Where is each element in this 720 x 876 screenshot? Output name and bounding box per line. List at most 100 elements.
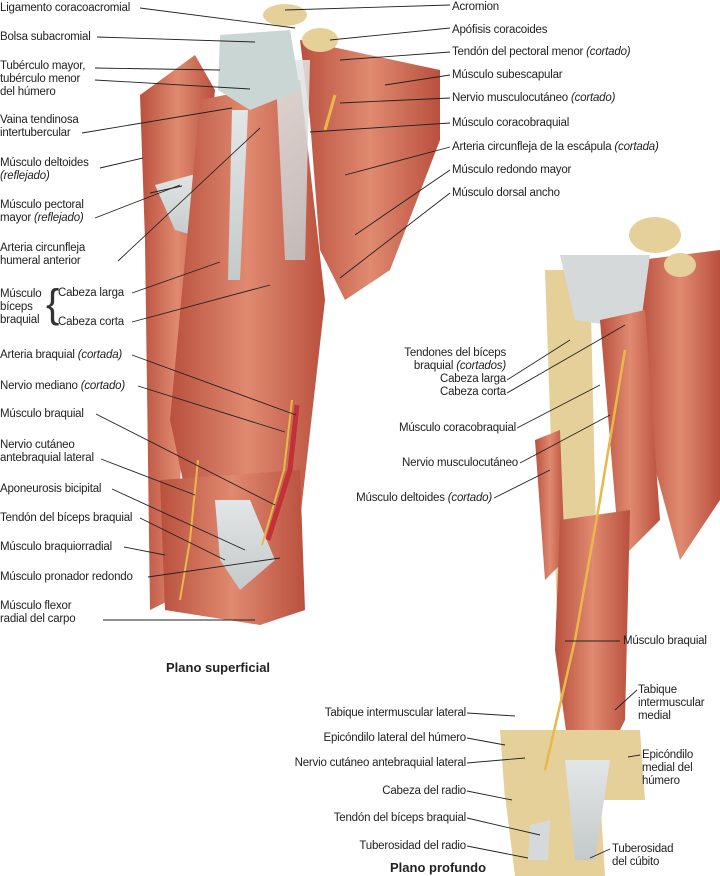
brace: { <box>46 282 60 326</box>
label-note: (cortada) <box>77 349 123 361</box>
median-nerve <box>261 399 293 546</box>
label-line: Arteria circunfleja <box>0 242 86 254</box>
musculocutaneous-nerve-deep <box>543 349 627 771</box>
label-line: Nervio cutáneo <box>0 439 75 451</box>
label-tendon-biceps-deep: Tendón del bíceps braquial <box>333 812 466 824</box>
label-line: Tendón del pectoral menor <box>452 46 584 58</box>
label-bolsa-subacromial: Bolsa subacromial <box>0 31 91 43</box>
shoulder-capsule <box>560 255 650 330</box>
label-line: braquial <box>0 314 40 326</box>
label-aponeurosis: Aponeurosis bicipital <box>0 483 102 495</box>
biceps-tendon-long <box>228 110 248 280</box>
label-line: Epicóndilo <box>642 749 694 761</box>
label-line: Músculo deltoides <box>0 157 89 169</box>
label-line: Nervio mediano <box>0 380 78 392</box>
bicipital-aponeurosis <box>215 500 275 590</box>
brachialis-deep <box>555 510 630 770</box>
label-line: Tabique <box>638 684 677 696</box>
label-note: (cortado) <box>80 380 125 392</box>
label-pronador: Músculo pronador redondo <box>0 571 133 583</box>
label-cabeza-larga: Cabeza larga <box>58 287 125 299</box>
deep-arm <box>500 217 720 876</box>
label-line: medial del <box>642 762 693 774</box>
label-note: (reflejado) <box>0 170 50 182</box>
label-line: Arteria braquial <box>0 349 75 361</box>
label-line: del cúbito <box>612 856 660 868</box>
title-plano-superficial: Plano superficial <box>166 660 271 675</box>
label-arteria-braquial: Arteria braquial (cortada) <box>0 349 122 362</box>
label-musculocutaneo-deep: Nervio musculocutáneo <box>402 457 518 469</box>
label-cabeza-corta: Cabeza corta <box>440 386 506 398</box>
label-line: Músculo flexor <box>0 600 72 612</box>
subscapularis-deep <box>640 250 720 560</box>
label-acromion: Acromion <box>452 1 499 13</box>
label-line: bíceps <box>0 301 33 313</box>
label-braquial: Músculo braquial <box>0 408 84 420</box>
label-line: Vaina tendinosa <box>0 114 79 126</box>
label-tuberosidad-radio: Tuberosidad del radio <box>359 840 466 852</box>
label-line: Arteria circunfleja de la escápula <box>452 141 612 153</box>
label-note: (cortado) <box>570 92 616 104</box>
label-cabeza-radio: Cabeza del radio <box>382 785 466 797</box>
label-line: intermuscular <box>638 697 705 709</box>
label-line: braquial <box>413 360 454 372</box>
label-line: Nervio musculocutáneo <box>452 92 568 104</box>
label-cutaneo-deep: Nervio cutáneo antebraquial lateral <box>294 757 467 769</box>
label-redondo: Músculo redondo mayor <box>452 164 572 176</box>
label-tabique-lateral: Tabique intermuscular lateral <box>324 707 466 719</box>
label-line: del húmero <box>0 86 56 98</box>
label-line: tubérculo menor <box>0 73 81 85</box>
label-line: húmero <box>642 775 680 787</box>
label-pectoral-menor: Tendón del pectoral menor (cortado) <box>452 46 631 59</box>
label-line: medial <box>638 710 671 722</box>
label-coracoides: Apófisis coracoides <box>452 24 548 36</box>
label-line: Músculo <box>0 288 42 300</box>
label-line: Tubérculo mayor, <box>0 60 86 72</box>
label-ligamento-coracoacromial: Ligamento coracoacromial <box>0 2 131 14</box>
label-circ-escapula: Arteria circunfleja de la escápula (cort… <box>452 141 659 154</box>
biceps-tendon-stump <box>528 820 550 860</box>
coracoid-deep <box>664 253 696 277</box>
acromion-deep <box>629 217 681 253</box>
humeral-head <box>218 30 300 110</box>
label-line: Músculo pectoral <box>0 199 84 211</box>
cutaneous-nerve <box>179 459 199 601</box>
label-line: Músculo deltoides <box>356 492 445 504</box>
label-line: Tuberosidad <box>612 843 674 855</box>
label-musculocutaneo: Nervio musculocutáneo (cortado) <box>452 92 615 105</box>
label-subescapular: Músculo subescapular <box>452 69 563 81</box>
coracoid-process <box>302 28 338 52</box>
acromion <box>263 4 307 26</box>
superficial-arm <box>140 4 440 625</box>
label-line: mayor <box>0 212 31 224</box>
deltoid-cut <box>535 430 565 580</box>
brachialis-tendon <box>565 760 610 860</box>
coracobrachialis-tendon <box>275 60 310 260</box>
label-braquiorradial: Músculo braquiorradial <box>0 541 112 553</box>
label-note: (cortado) <box>447 492 492 504</box>
label-nervio-mediano: Nervio mediano (cortado) <box>0 380 125 393</box>
label-braquial-deep: Músculo braquial <box>623 635 707 647</box>
label-dorsal: Músculo dorsal ancho <box>452 187 560 199</box>
label-note: (reflejado) <box>33 212 84 224</box>
title-plano-profundo: Plano profundo <box>390 860 487 875</box>
leader-lines <box>81 4 641 859</box>
label-cabeza-larga: Cabeza larga <box>439 373 506 385</box>
label-note: (cortado) <box>586 46 631 58</box>
label-deltoides-deep: Músculo deltoides (cortado) <box>356 492 492 505</box>
label-note: (cortada) <box>614 141 659 153</box>
label-line: humeral anterior <box>0 255 81 267</box>
label-line: Tendones del bíceps <box>404 347 506 359</box>
